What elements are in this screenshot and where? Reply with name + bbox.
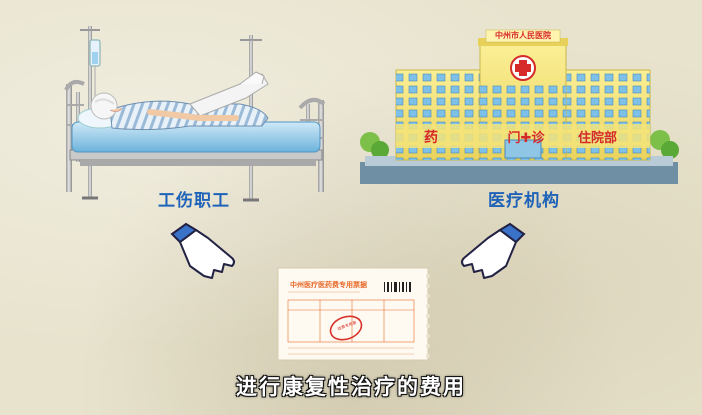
receipt-barcode — [384, 282, 411, 292]
injured-worker-label: 工伤职工 — [158, 191, 230, 211]
pointing-hand-right-icon — [461, 222, 526, 279]
hospital-building — [360, 29, 679, 184]
receipt-red-stamp — [329, 315, 363, 341]
medical-receipt — [277, 267, 430, 361]
pointing-hand-left-icon — [170, 222, 235, 279]
hospital-sign-pharmacy: 药 — [424, 130, 438, 146]
red-cross-icon — [510, 55, 536, 81]
hospital-roof-sign: 中州市人民医院 — [495, 31, 551, 40]
trees — [360, 130, 679, 159]
hospital-sign-inpatient: 住院部 — [578, 131, 618, 146]
receipt-title: 中州医疗医药费专用票据 — [290, 281, 367, 289]
medical-institution-label: 医疗机构 — [488, 191, 560, 211]
hospital-sign-outpatient: 门✚诊 — [507, 131, 545, 146]
injured-worker-figure — [90, 40, 269, 131]
video-subtitle: 进行康复性治疗的费用 — [236, 375, 466, 399]
hospital-bed-scene — [64, 26, 326, 202]
